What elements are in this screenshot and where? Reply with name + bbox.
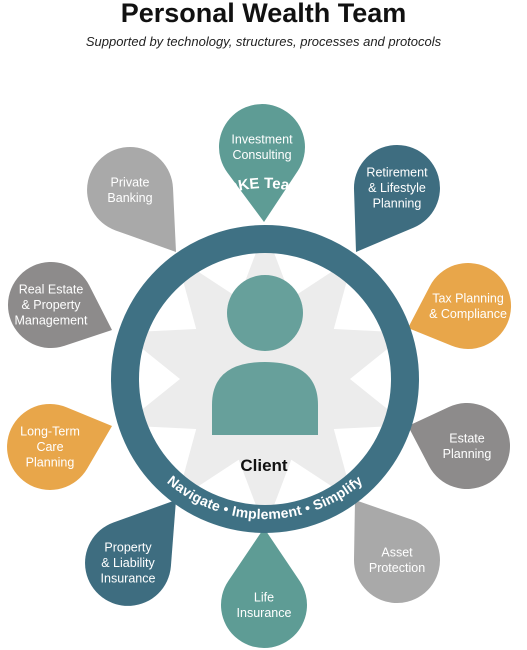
petal-label-line: & Property: [21, 298, 81, 312]
petal-shape: [353, 500, 440, 604]
page-subtitle: Supported by technology, structures, pro…: [85, 34, 442, 49]
petal-shape: [408, 262, 512, 349]
client-label: Client: [240, 456, 288, 475]
petal-shape: [218, 104, 305, 222]
petal-label-line: Estate: [449, 431, 484, 445]
petal-label-line: Real Estate: [19, 283, 84, 297]
page-title: Personal Wealth Team: [120, 0, 407, 28]
petal-label-line: & Liability: [101, 556, 155, 570]
petal-label-line: Tax Planning: [432, 291, 504, 305]
petal-label-line: Management: [15, 314, 88, 328]
petal-label-line: & Compliance: [429, 307, 507, 321]
petal-shape: [7, 403, 112, 490]
petal-shape: [87, 146, 176, 252]
petal-shape: [221, 528, 307, 648]
petal-label-line: Planning: [373, 197, 422, 211]
petal-label-line: Insurance: [237, 606, 292, 620]
ring-top-label: DKE Team: [225, 175, 305, 197]
petal-label-line: Care: [36, 440, 63, 454]
person-icon: [212, 275, 318, 435]
petal-label: Tax Planning & Compliance: [429, 291, 507, 321]
petal-label-line: Property: [104, 541, 152, 555]
petal-label-line: Retirement: [366, 166, 428, 180]
petal-label-line: Insurance: [101, 572, 156, 586]
petal-label-line: Consulting: [232, 148, 291, 162]
petal-label-line: Protection: [369, 561, 425, 575]
petal-label-line: Long-Term: [20, 425, 80, 439]
petal-label-line: Banking: [107, 191, 152, 205]
petal-shape: [85, 500, 176, 606]
petal-label-line: Asset: [381, 545, 413, 559]
petal-label-line: Life: [254, 590, 274, 604]
petal-label-line: & Lifestyle: [368, 181, 426, 195]
petal-label-line: Investment: [231, 132, 293, 146]
petal-shape: [408, 402, 511, 489]
petal-shape: [7, 262, 112, 349]
petal-label-line: Planning: [26, 456, 75, 470]
dke-team-ring: [111, 225, 419, 533]
petal-label-line: Private: [111, 175, 150, 189]
petal-shape: [353, 144, 440, 252]
petal-tax-planning-compliance: Tax Planning & Compliance: [408, 262, 512, 349]
petal-label-line: Planning: [443, 447, 492, 461]
